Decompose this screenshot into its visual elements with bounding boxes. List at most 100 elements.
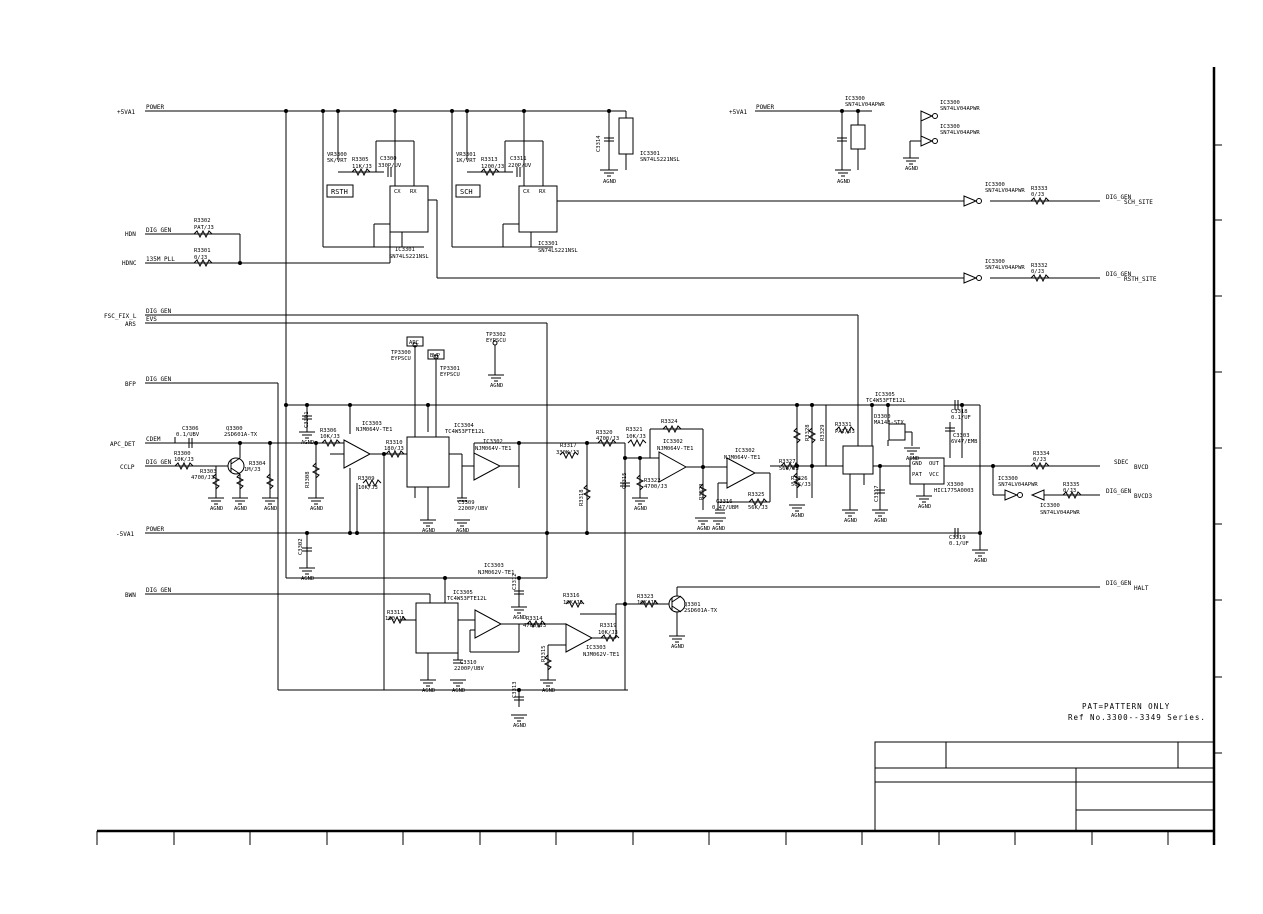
net-label-sdec: SDEC [1114, 459, 1129, 466]
val-c3311: 220P/UV [508, 163, 532, 169]
ref-r3322: R3322 [644, 478, 661, 484]
junction-dots [238, 109, 995, 692]
val-c3310: 2200P/UBV [454, 666, 484, 672]
ref-r3335: R3335 [1063, 482, 1080, 488]
ref-r3304: R3304 [249, 461, 266, 467]
agnd-label: AGND [452, 688, 465, 694]
ref-r3309: R3309 [358, 476, 375, 482]
ref-tp3302: TP3302 [486, 332, 506, 338]
agnd-label: AGND [210, 506, 223, 512]
ref-r3326: R3326 [791, 476, 808, 482]
agnd-label: AGND [422, 528, 435, 534]
val-vr3301: 1K/VRT [456, 158, 477, 164]
agnd-label: AGND [844, 518, 857, 524]
val-r3326: 56K/J3 [791, 482, 811, 488]
val-r3335: 0/J3 [1063, 488, 1076, 494]
ref-tp3300: TP3300 [391, 350, 411, 356]
val-d3300: MA143-STX [874, 420, 904, 426]
capacitors [188, 137, 959, 701]
net-label-dig-gen-fsc: DIG GEN [146, 308, 172, 315]
val-r3327: 560/J3 [779, 466, 799, 472]
ref-r3300: R3300 [174, 451, 191, 457]
ref-c3317: C3317 [874, 485, 880, 502]
val-r3325: 56K/J3 [748, 505, 768, 511]
ref-r3315: R3315 [541, 645, 547, 662]
net-label-evs: EVS [146, 316, 157, 323]
ground-symbols [208, 157, 988, 722]
val-ic3302b: NJM064V-TE1 [657, 446, 693, 452]
net-label-rsth-site: RSTH_SITE [1124, 276, 1157, 283]
net-label-cclp: CCLP [120, 464, 135, 471]
val-r3302: PAT/J3 [194, 225, 214, 231]
ref-ic3301b: IC3301 [538, 241, 558, 247]
net-label-halt: HALT [1134, 585, 1149, 592]
agnd-label: AGND [697, 526, 710, 532]
ref-r3317: R3317 [560, 443, 577, 449]
agnd-label: AGND [264, 506, 277, 512]
ref-ic3302b: IC3302 [663, 439, 683, 445]
ref-c3316: C3316 [716, 499, 733, 505]
ref-r3328: R3328 [805, 424, 811, 441]
net-label-bwn: BWN [125, 592, 136, 599]
agnd-label: AGND [905, 166, 918, 172]
val-q3301: 2SD601A-TX [684, 608, 718, 614]
net-label-bvcd: BVCD [1134, 464, 1149, 471]
net-label-fsc-fix-l: FSC_FIX_L [104, 313, 137, 320]
net-label-bfp: BFP [125, 381, 136, 388]
val-ic3300a: SN74LV04APWR [845, 102, 885, 108]
val-ic3301a: SN74LS221NSL [389, 254, 429, 260]
ref-ic3300b: IC3300 [940, 100, 960, 106]
val-r3301: 0/J3 [194, 255, 207, 261]
val-ic3303c: NJM062V-TE1 [583, 652, 619, 658]
agnd-label: AGND [634, 506, 647, 512]
ref-r3308: R3308 [305, 471, 311, 488]
ref-r3324: R3324 [661, 419, 678, 425]
ref-r3318: R3318 [579, 489, 585, 506]
val-r3317: 330K/J3 [556, 450, 579, 456]
pin-out: OUT [929, 461, 940, 467]
val-r3316: 10K/J3 [563, 600, 583, 606]
net-label-135m-pll: 135M PLL [146, 256, 175, 263]
val-r3333: 0/J3 [1031, 192, 1044, 198]
ref-ic3304: IC3304 [454, 423, 475, 429]
ref-ic3300c: IC3300 [940, 124, 960, 130]
val-ic3305a: TC4W53FTE12L [866, 398, 906, 404]
val-c3319: 0.1/UF [949, 541, 969, 547]
val-ic3300f: SN74LV04APWR [998, 482, 1038, 488]
ref-q3301: Q3301 [684, 602, 701, 608]
ref-r3333b: R3323 [637, 594, 654, 600]
agnd-label: AGND [542, 688, 555, 694]
net-labels: +5VA1 POWER +5VA1 POWER HDN DIG GEN HDNC… [104, 104, 1157, 599]
val-r3304: 1M/J3 [244, 467, 261, 473]
ref-c3311: C3311 [510, 156, 527, 162]
val-ic3300g: SN74LV04APWR [1040, 510, 1080, 516]
ref-c3309: C3309 [458, 500, 475, 506]
val-ic3300d: SN74LV04APWR [985, 188, 1025, 194]
ref-c3302: C3302 [298, 538, 304, 555]
val-vr3300: 5K/VRT [327, 158, 348, 164]
val-c3309: 2200P/UBV [458, 506, 488, 512]
pin-gnd: GND [912, 461, 922, 467]
agnd-label: AGND [918, 504, 931, 510]
val-r3333b: 10K/J3 [637, 600, 657, 606]
title-block [874, 741, 1215, 832]
ref-r3301: R3301 [194, 248, 211, 254]
val-ic3304: TC4W53FTE12L [445, 429, 485, 435]
agnd-label: AGND [874, 518, 887, 524]
ref-r3331: R3331 [835, 422, 852, 428]
val-ic3300b: SN74LV04APWR [940, 106, 980, 112]
val-r3332: 0/J3 [1031, 269, 1044, 275]
net-label-dig-gen-bvcd3: DIG_GEN [1106, 488, 1132, 495]
agnd-label: AGND [513, 723, 526, 729]
net-label-ars: ARS [125, 321, 136, 328]
val-c3306: 0.1/UBV [176, 432, 200, 438]
net-label-hdn: HDN [125, 231, 136, 238]
net-label-cdem: CDEM [146, 436, 161, 443]
ref-c3313: C3313 [512, 681, 518, 698]
tag-boxes [326, 184, 498, 360]
agnd-label: AGND [906, 456, 919, 462]
ref-r3311: R3311 [387, 610, 404, 616]
ref-r3325: R3325 [748, 492, 765, 498]
net-label-power: POWER [146, 104, 164, 111]
agnd-label: AGND [456, 528, 469, 534]
